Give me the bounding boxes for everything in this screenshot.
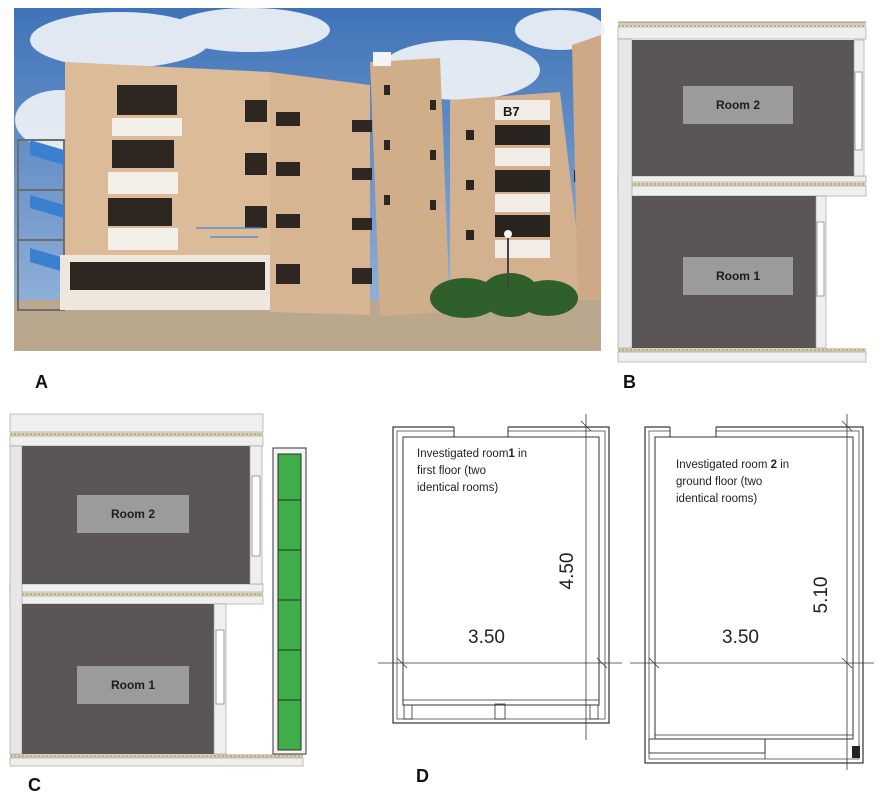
white-bands-left bbox=[108, 118, 182, 250]
room-1-label-b: Room 1 bbox=[683, 257, 793, 295]
floor-plan-room-1 bbox=[378, 414, 622, 740]
plan-1-note-after: in first floor (two identical rooms) bbox=[417, 448, 527, 494]
plan-2-width-label: 3.50 bbox=[722, 627, 759, 648]
plan-1-note: Investigated room1 in first floor (two i… bbox=[417, 446, 567, 497]
plan-2-note: Investigated room 2 in ground floor (two… bbox=[676, 457, 836, 508]
windows-middle bbox=[276, 112, 372, 284]
facade-tower bbox=[370, 58, 450, 316]
panel-label-c: C bbox=[28, 775, 41, 795]
plan-1-width-label: 3.50 bbox=[468, 627, 505, 648]
room-2-label-c: Room 2 bbox=[77, 495, 189, 533]
plan-1-note-before: Investigated room bbox=[417, 448, 509, 460]
panel-label-a: A bbox=[35, 372, 48, 392]
plan-1-depth-label: 4.50 bbox=[557, 552, 578, 590]
scaffolding bbox=[17, 139, 65, 311]
room-2-label-b: Room 2 bbox=[683, 86, 793, 124]
plan-2-depth-label: 5.10 bbox=[811, 576, 832, 614]
panel-label-b: B bbox=[623, 372, 636, 392]
shrubs bbox=[430, 273, 578, 318]
plan-2-note-number: 2 bbox=[770, 459, 778, 471]
slab-top-c bbox=[9, 413, 264, 447]
building-sign: B7 bbox=[503, 104, 520, 119]
floor-plan-room-2 bbox=[630, 414, 874, 770]
slab-bottom-c bbox=[9, 754, 304, 767]
slab-bottom-b bbox=[617, 348, 867, 363]
slab-top-b bbox=[617, 21, 867, 40]
plan-2-note-before: Investigated room bbox=[676, 459, 771, 471]
panel-label-d: D bbox=[416, 766, 429, 786]
photo-frame bbox=[14, 8, 605, 351]
facade-middle bbox=[270, 72, 370, 315]
plan-2-note-after: in ground floor (two identical rooms) bbox=[676, 459, 790, 505]
green-facade-panel bbox=[272, 447, 307, 755]
windows-left bbox=[70, 85, 267, 290]
room-1-label-c: Room 1 bbox=[77, 666, 189, 704]
plan-1-note-number: 1 bbox=[508, 448, 515, 460]
